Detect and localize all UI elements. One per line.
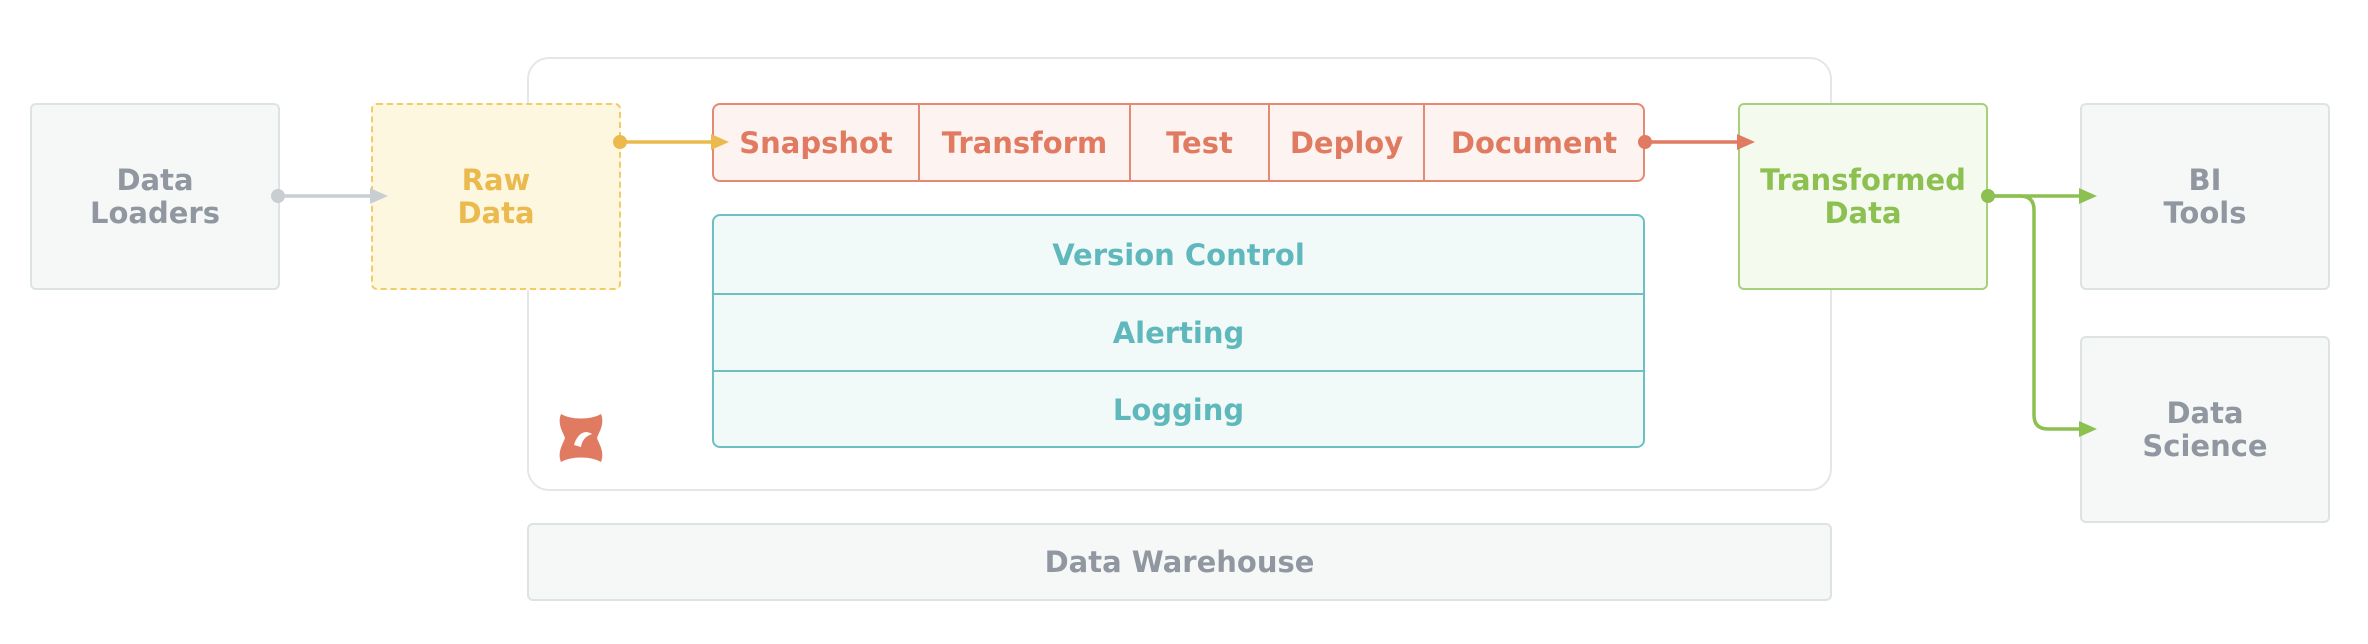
platform-features-stack: Version Control Alerting Logging xyxy=(712,214,1645,448)
connector-steps-to-transformed xyxy=(1638,134,1755,150)
data-warehouse-box: Data Warehouse xyxy=(527,523,1832,601)
connector-raw-to-steps xyxy=(613,134,729,150)
step-snapshot: Snapshot xyxy=(739,125,893,160)
feature-alerting: Alerting xyxy=(714,293,1643,370)
data-warehouse-label: Data Warehouse xyxy=(1044,544,1315,579)
dbt-logo-icon xyxy=(559,414,603,462)
raw-data-label: Raw Data xyxy=(457,162,535,230)
step-test: Test xyxy=(1129,105,1268,180)
data-science-label: Data Science xyxy=(2142,395,2268,463)
bi-tools-label: BI Tools xyxy=(2163,162,2247,230)
step-document: Document xyxy=(1423,105,1643,180)
connector-loaders-to-raw xyxy=(271,188,388,204)
step-deploy: Deploy xyxy=(1268,105,1423,180)
feature-version-control: Version Control xyxy=(1052,237,1305,272)
transformed-data-box: Transformed Data xyxy=(1738,103,1988,290)
transformed-data-label: Transformed Data xyxy=(1760,162,1966,230)
raw-data-box: Raw Data xyxy=(371,103,621,290)
connector-transformed-to-consumers xyxy=(1981,188,2097,437)
data-loaders-box: Data Loaders xyxy=(30,103,280,290)
feature-logging: Logging xyxy=(714,370,1643,446)
step-transform: Transform xyxy=(918,105,1129,180)
bi-tools-box: BI Tools xyxy=(2080,103,2330,290)
data-loaders-label: Data Loaders xyxy=(90,162,220,230)
